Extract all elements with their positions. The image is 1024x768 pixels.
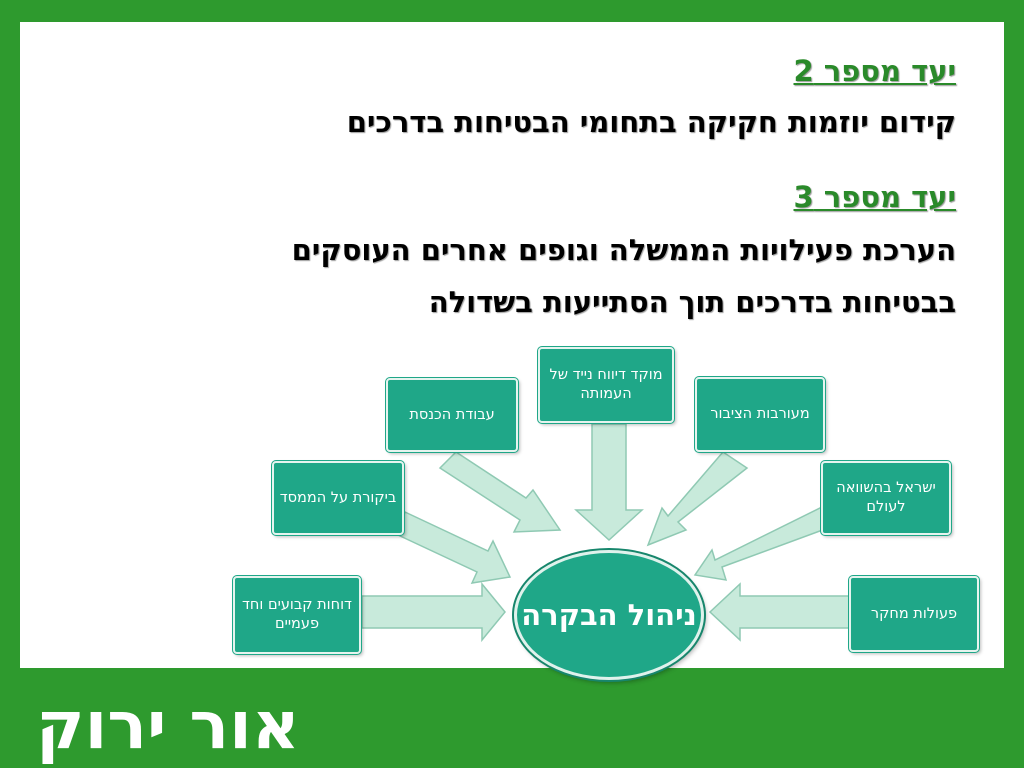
node-israel-comparison: ישראל בהשוואה לעולם <box>821 461 951 535</box>
arrow-comptroller <box>397 510 512 584</box>
arrow-israel <box>693 505 829 581</box>
goal-2-text: קידום יוזמות חקיקה בתחומי הבטיחות בדרכים <box>346 105 956 139</box>
node-reports: דוחות קבועים וחד פעמיים <box>233 576 361 654</box>
node-knesset-work: עבודת הכנסת <box>386 378 518 452</box>
center-node: ניהול הבקרה <box>514 550 704 680</box>
goal-3-label: יעד מספר 3 <box>793 180 956 214</box>
arrow-public <box>646 451 749 547</box>
goal-2-label: יעד מספר 2 <box>793 54 956 88</box>
node-research: פעולות מחקר <box>849 576 979 652</box>
arrow-reports <box>361 581 506 643</box>
arrow-hotline <box>574 423 644 542</box>
node-state-comptroller: ביקורת על הממסד <box>272 461 404 535</box>
goal-3-text: הערכת פעילויות הממשלה וגופים אחרים העוסק… <box>291 233 956 319</box>
node-hotline: מוקד דיווח נייד של העמותה <box>538 347 674 423</box>
content-panel <box>20 22 1004 668</box>
arrow-knesset <box>438 451 562 533</box>
arrow-research <box>708 582 851 642</box>
node-public-involvement: מעורבות הציבור <box>695 377 825 452</box>
logo: אור ירוק <box>36 687 300 764</box>
